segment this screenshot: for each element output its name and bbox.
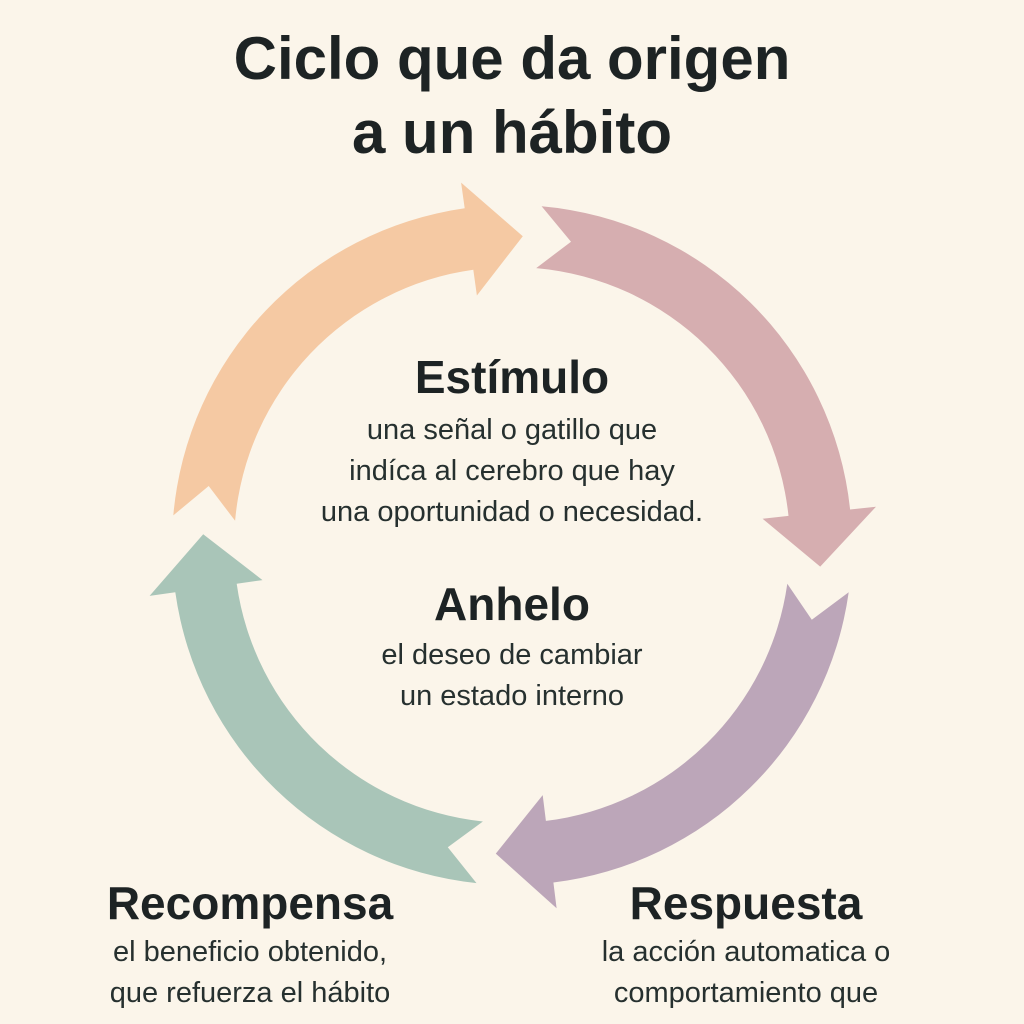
anhelo-block: Anhelo el deseo de cambiar un estado int… [262,577,762,717]
respuesta-line: comportamiento que [613,977,879,1009]
page-title: Ciclo que da origen a un hábito [0,22,1024,170]
estimulo-line: una oportunidad o necesidad. [320,496,704,528]
recompensa-title: Recompensa [106,877,394,929]
respuesta-arrow [495,583,849,909]
recompensa-line: el beneficio obtenido, [112,936,388,968]
estimulo-title: Estímulo [414,351,610,403]
title-line-2: a un hábito [352,99,672,166]
anhelo-title: Anhelo [434,578,590,630]
recompensa-arrow [149,534,483,884]
respuesta-line: la acción automatica o [601,936,891,968]
anhelo-line: un estado interno [399,680,625,712]
recompensa-block: Recompensa el beneficio obtenido, que re… [50,876,450,1014]
estimulo-block: Estímulo una señal o gatillo que indíca … [212,350,812,533]
anhelo-line: el deseo de cambiar [381,639,643,671]
title-line-1: Ciclo que da origen [233,25,791,92]
respuesta-block: Respuesta la acción automatica o comport… [546,876,946,1014]
recompensa-line: que refuerza el hábito [109,977,391,1009]
estimulo-line: indíca al cerebro que hay [349,455,675,487]
respuesta-title: Respuesta [629,877,863,929]
estimulo-arrow [173,182,523,521]
estimulo-line: una señal o gatillo que [366,414,658,446]
anhelo-arrow [536,206,876,567]
